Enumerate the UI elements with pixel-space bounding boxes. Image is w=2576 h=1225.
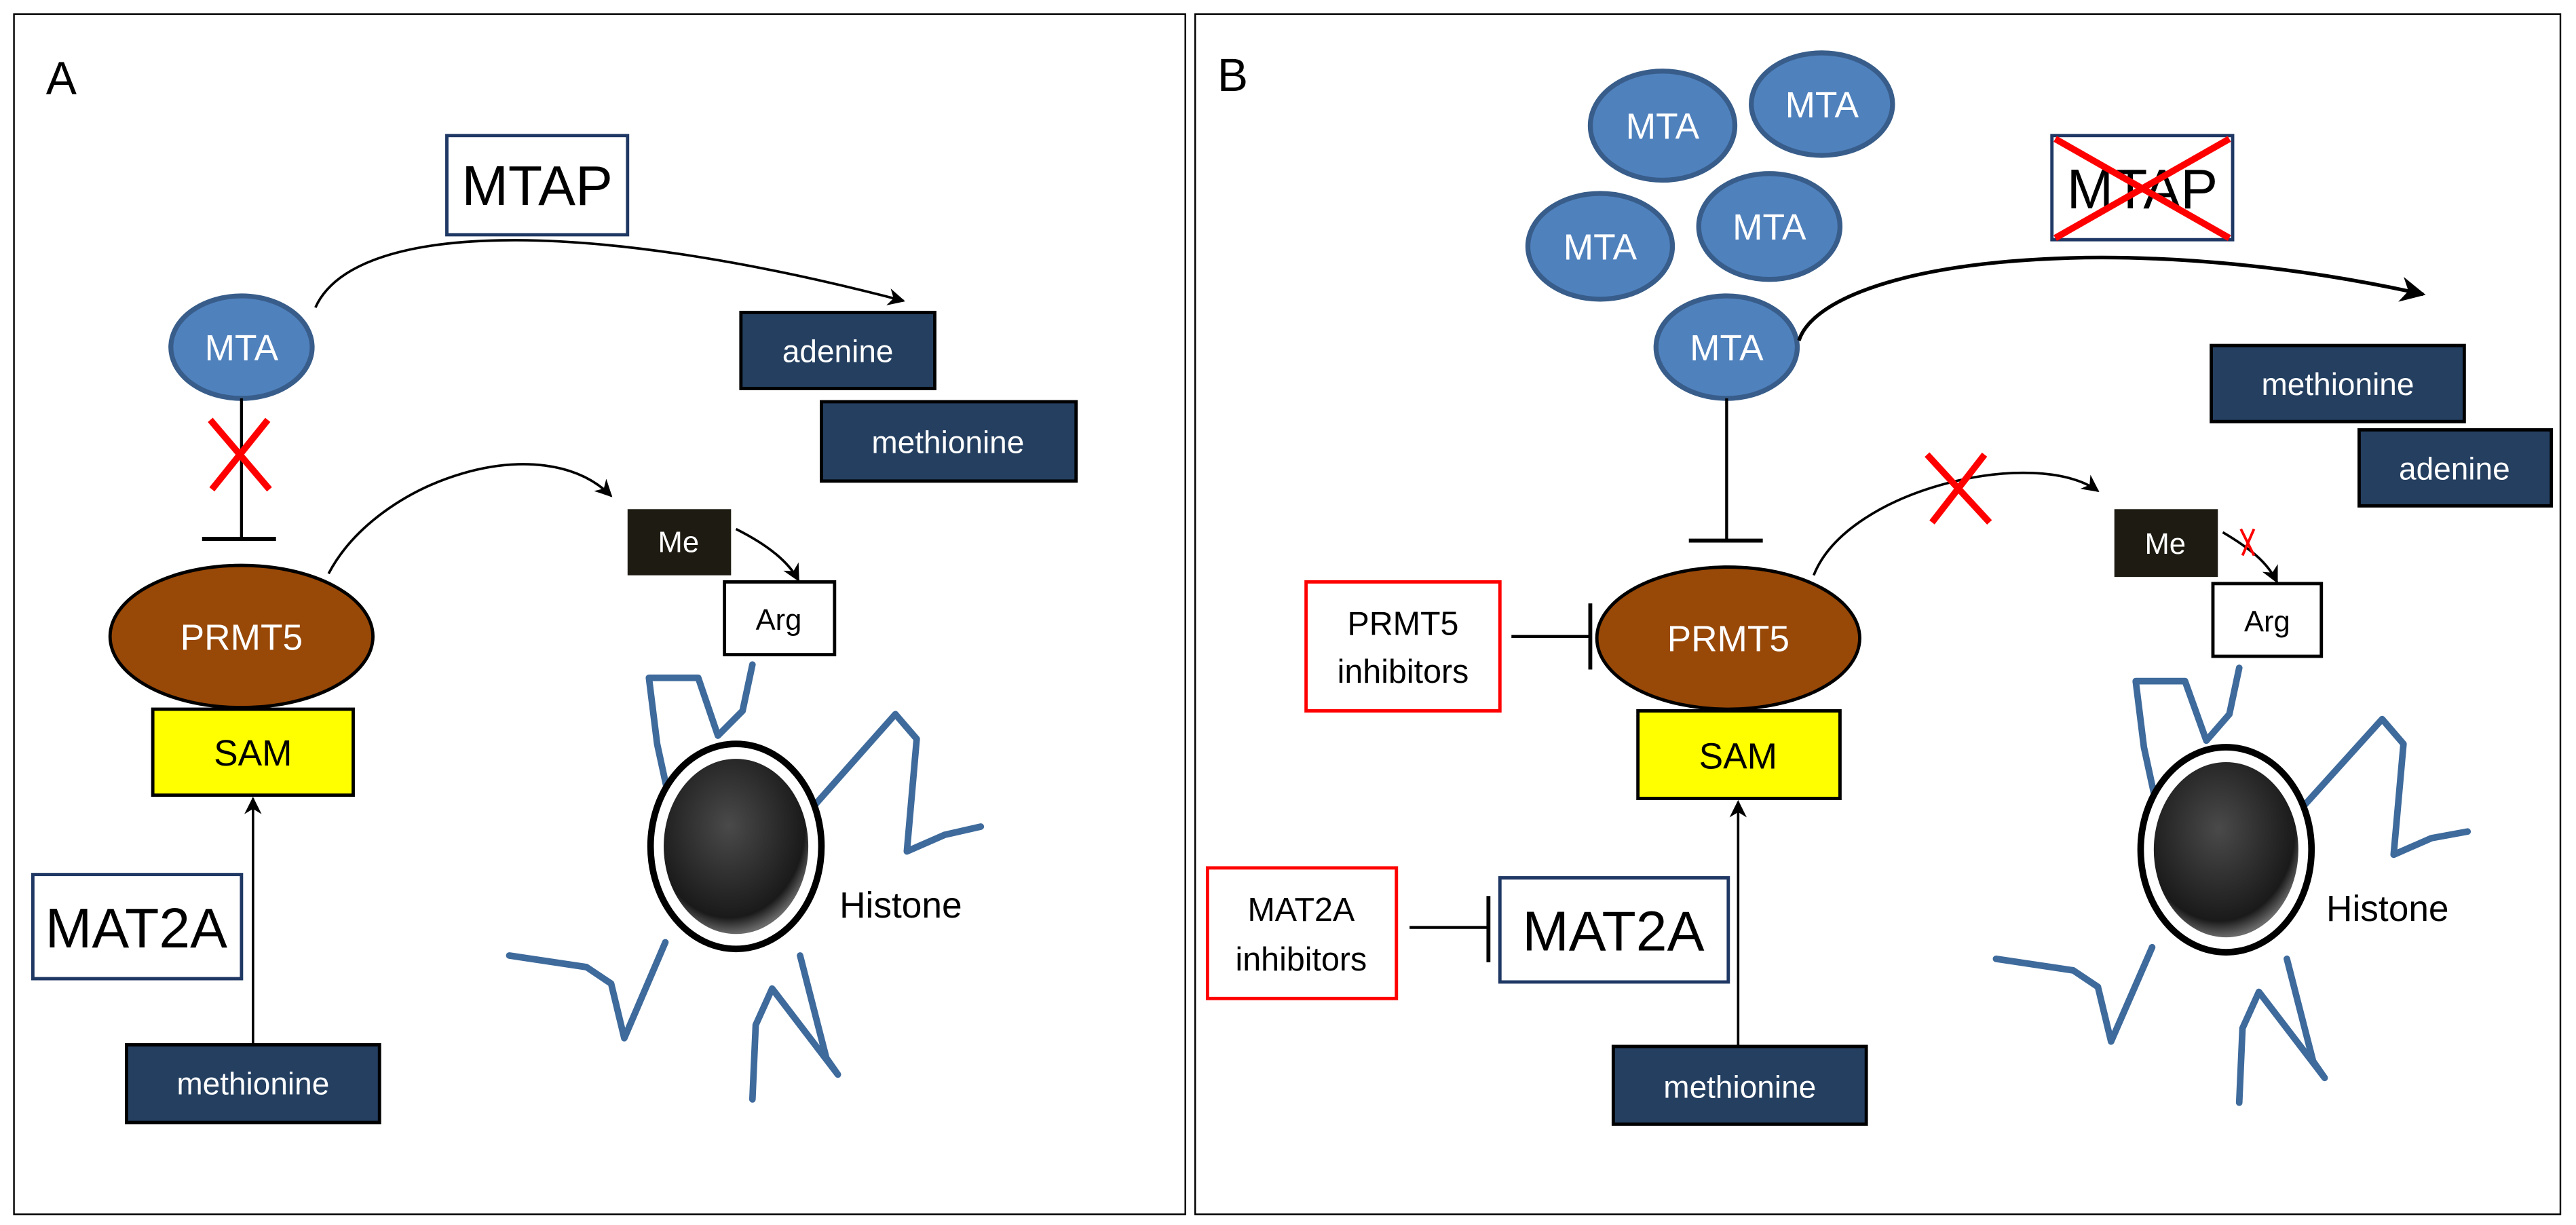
mtap-enzyme-box: MTAP <box>445 134 630 237</box>
methionine-product-label: methionine <box>2261 366 2414 402</box>
methionine-product-label: methionine <box>871 424 1024 459</box>
methionine-input: methionine <box>1611 1044 1868 1126</box>
sam-cofactor: SAM <box>1636 709 1842 800</box>
arginine-residue: Arg <box>2211 582 2324 658</box>
methyl-group: Me <box>627 509 732 576</box>
mta-molecule: MTA <box>168 293 315 401</box>
methyl-transfer-arrow <box>735 527 800 582</box>
prmt5-inhibitors-line2: inhibitors <box>1338 654 1469 690</box>
mat2a-inhibitors-line2: inhibitors <box>1236 941 1367 978</box>
panel-b-label: B <box>1217 50 1248 101</box>
methionine-product: methionine <box>2210 343 2466 423</box>
sam-label: SAM <box>214 734 292 774</box>
mta-label: MTA <box>1626 107 1700 147</box>
blocked-transfer-x-icon <box>2239 528 2256 557</box>
prmt5-label: PRMT5 <box>181 618 303 658</box>
prmt5-inhibitors-line1: PRMT5 <box>1347 605 1458 642</box>
histone-tail <box>2132 664 2243 842</box>
mta-label: MTA <box>1564 227 1637 267</box>
adenine-product: adenine <box>2357 428 2554 508</box>
histone-tail <box>810 711 985 855</box>
adenine-label: adenine <box>782 333 894 369</box>
methionine-product: methionine <box>820 400 1078 483</box>
mta-label: MTA <box>205 328 279 369</box>
adenine-product-label: adenine <box>2399 451 2510 486</box>
histone-tail <box>2235 955 2328 1106</box>
methyl-transfer-arrow <box>2222 531 2279 584</box>
histone-tail <box>506 939 669 1042</box>
histone-label: Histone <box>839 886 962 926</box>
blocked-x-icon <box>208 417 272 492</box>
mtap-reaction-arrow <box>1797 255 2426 341</box>
histone-tail <box>749 952 841 1103</box>
sam-cofactor: SAM <box>151 707 355 797</box>
mtap-enzyme-box-deleted: MTAP <box>2050 134 2235 242</box>
panel-a: A MTAP MTA adenine methionine <box>13 13 1186 1215</box>
mat2a-label: MAT2A <box>45 897 227 960</box>
mta-molecule: MTA <box>1653 293 1800 401</box>
histone-tail <box>2296 715 2471 859</box>
mta-label: MTA <box>1690 328 1764 369</box>
mta-molecule: MTA <box>1696 171 1843 282</box>
prmt5-label: PRMT5 <box>1667 620 1789 660</box>
arginine-label: Arg <box>756 603 802 637</box>
mat2a-enzyme-box: MAT2A <box>1498 876 1730 984</box>
methyl-label: Me <box>2145 527 2186 561</box>
arginine-residue: Arg <box>723 580 837 657</box>
mtap-label: MTAP <box>461 155 612 217</box>
sam-label: SAM <box>1699 737 1777 777</box>
methyl-label: Me <box>658 525 700 559</box>
mta-molecule: MTA <box>1525 191 1675 302</box>
mat2a-inhibitors-line1: MAT2A <box>1247 892 1355 928</box>
panel-a-label: A <box>46 53 77 105</box>
prmt5-enzyme: PRMT5 <box>1595 565 1861 711</box>
methyl-group: Me <box>2114 509 2218 578</box>
mta-label: MTA <box>1785 86 1859 126</box>
histone-nucleosome: Histone <box>1992 664 2471 1106</box>
prmt5-inhibitors-box: PRMT5 inhibitors <box>1304 580 1502 713</box>
mta-molecule: MTA <box>1587 69 1738 183</box>
mtap-reaction-arrow <box>314 239 905 308</box>
histone-tail <box>1992 943 2156 1045</box>
histone-tail <box>645 661 756 838</box>
arginine-label: Arg <box>2244 605 2290 638</box>
deleted-x-icon <box>2053 136 2231 242</box>
blocked-x-icon <box>1925 452 1992 525</box>
panel-b: B MTA MTA MTA MTA MTA MTAP <box>1194 13 2562 1215</box>
mta-molecule: MTA <box>1749 50 1895 158</box>
histone-label: Histone <box>2326 889 2449 929</box>
adenine-product: adenine <box>739 310 936 390</box>
mat2a-inhibitors-box: MAT2A inhibitors <box>1205 866 1399 1000</box>
methionine-input-label: methionine <box>176 1066 329 1101</box>
methionine-input: methionine <box>124 1043 381 1125</box>
methylation-arrow <box>327 463 613 575</box>
prmt5-enzyme: PRMT5 <box>108 563 375 709</box>
mta-label: MTA <box>1732 208 1806 248</box>
methionine-input-label: methionine <box>1663 1069 1816 1104</box>
histone-nucleosome: Histone <box>506 661 985 1103</box>
methylation-arrow <box>1813 471 2100 576</box>
mat2a-enzyme-box: MAT2A <box>31 873 244 981</box>
mat2a-label: MAT2A <box>1522 900 1704 962</box>
